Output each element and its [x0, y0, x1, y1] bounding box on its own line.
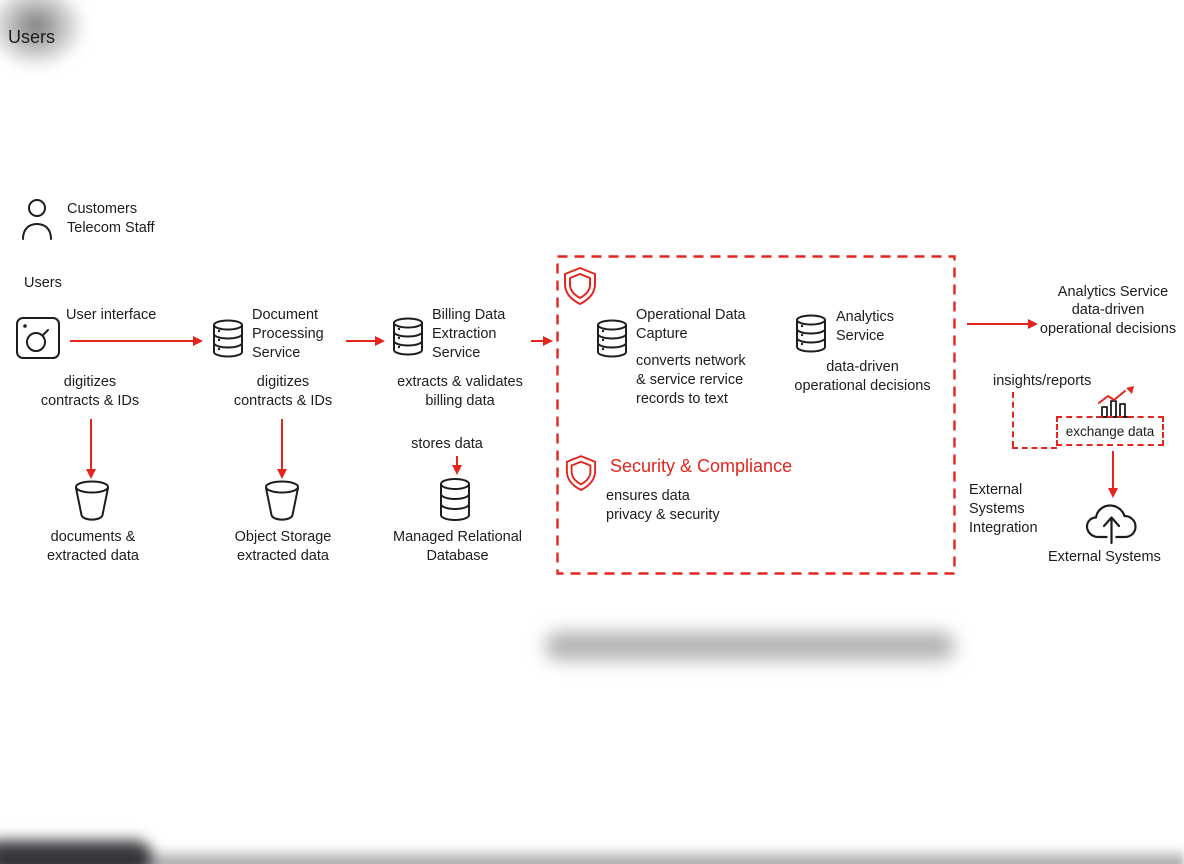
- document-processing-action: digitizes contracts & IDs: [233, 374, 333, 409]
- shadow-artifact-middle: [545, 632, 955, 660]
- operational-data-capture-db-icon: [597, 319, 627, 358]
- billing-extraction-db-icon: [393, 317, 423, 356]
- user-interface-action: digitizes contracts & IDs: [40, 374, 140, 409]
- document-processing-db-icon: [213, 319, 243, 358]
- documents-bucket-icon: [75, 480, 109, 521]
- shield-icon-top: [564, 267, 596, 305]
- object-storage-label: Object Storage extracted data: [234, 529, 332, 564]
- insights-reports-label: insights/reports: [993, 373, 1092, 389]
- billing-extraction-action: extracts & validates billing data: [397, 374, 523, 409]
- page-title: Users: [8, 27, 56, 47]
- arrow-exchange-to-external: [1112, 451, 1115, 489]
- external-systems-integration-label: External Systems Integration: [969, 482, 1038, 536]
- arrow-billing-to-database: [456, 456, 459, 466]
- arrow-docprocessing-to-billing: [346, 340, 376, 343]
- dashed-connector-horizontal: [1012, 447, 1057, 449]
- operational-data-capture-title: Operational Data Capture: [636, 307, 746, 342]
- document-processing-title: Document Processing Service: [252, 307, 324, 361]
- user-interface-title: User interface: [66, 307, 157, 323]
- billing-extraction-title: Billing Data Extraction Service: [432, 307, 506, 361]
- persona-label: Customers Telecom Staff: [67, 201, 155, 236]
- arrow-zone-to-analytics: [967, 323, 1029, 326]
- external-systems-cloud-icon: [1085, 504, 1137, 545]
- relational-database-icon: [440, 478, 470, 521]
- security-compliance-action: ensures data privacy & security: [606, 488, 720, 523]
- documents-store-label: documents & extracted data: [47, 529, 139, 564]
- object-storage-bucket-icon: [265, 480, 299, 521]
- dashed-connector-vertical: [1012, 392, 1014, 447]
- analytics-outcome-title: Analytics Service: [1057, 284, 1169, 300]
- analytics-outcome-subtitle: data-driven operational decisions: [1039, 302, 1177, 337]
- arrow-ui-to-store: [90, 419, 93, 470]
- operational-data-capture-action: converts network & service rervice recor…: [636, 353, 746, 407]
- exchange-data-box: exchange data: [1056, 416, 1164, 446]
- analytics-service-inner-title: Analytics Service: [836, 309, 895, 344]
- analytics-service-inner-action: data-driven operational decisions: [794, 359, 931, 394]
- external-systems-label: External Systems: [1048, 549, 1161, 565]
- shield-icon-security: [565, 455, 597, 491]
- report-chart-icon: [1096, 386, 1134, 418]
- security-compliance-title: Security & Compliance: [610, 456, 793, 476]
- user-interface-icon: [16, 317, 60, 359]
- security-zone-border: [556, 255, 956, 575]
- analytics-service-db-icon: [796, 314, 826, 353]
- person-icon: [22, 199, 52, 240]
- shadow-artifact-bottom-left: [0, 840, 152, 864]
- exchange-data-label: exchange data: [1065, 423, 1155, 439]
- arrow-docprocessing-to-storage: [281, 419, 284, 470]
- users-label: Users: [24, 275, 62, 291]
- relational-database-label: Managed Relational Database: [393, 529, 522, 564]
- shadow-artifact-bottom: [0, 846, 1184, 864]
- arrow-billing-to-securezone: [531, 340, 544, 343]
- arrow-ui-to-docprocessing: [70, 340, 194, 343]
- stores-data-label: stores data: [411, 436, 483, 452]
